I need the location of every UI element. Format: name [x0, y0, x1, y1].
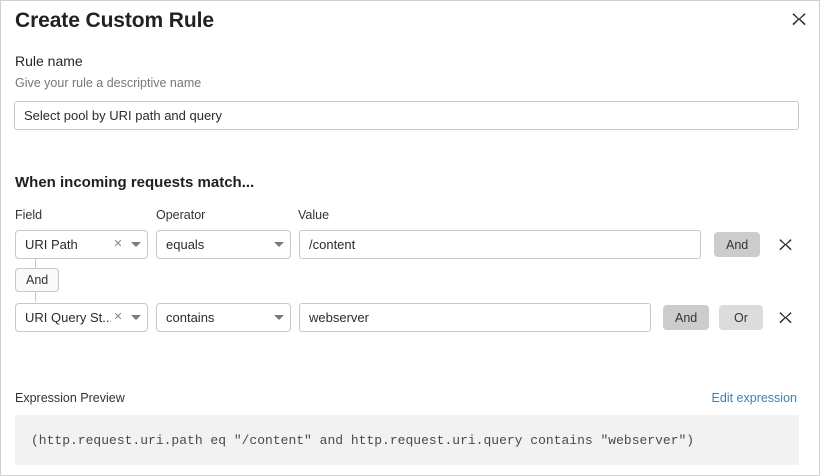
- delete-condition-row-2[interactable]: [775, 306, 795, 328]
- rule-name-input[interactable]: [14, 101, 799, 130]
- group-logic-badge[interactable]: And: [15, 268, 60, 292]
- operator-select-row-2-label: contains: [166, 310, 215, 325]
- rule-name-hint: Give your rule a descriptive name: [15, 76, 202, 90]
- chevron-down-icon[interactable]: [268, 315, 290, 320]
- field-select-row-2[interactable]: URI Query St... ✕: [15, 303, 148, 332]
- chevron-down-icon[interactable]: [125, 242, 147, 247]
- page-title: Create Custom Rule: [15, 9, 214, 32]
- operator-select-row-1[interactable]: equals: [156, 230, 291, 259]
- field-select-row-2-label: URI Query St...: [25, 310, 111, 325]
- operator-select-row-2[interactable]: contains: [156, 303, 291, 332]
- rule-name-label: Rule name: [15, 53, 83, 69]
- clear-icon[interactable]: ✕: [113, 238, 123, 250]
- field-select-row-1[interactable]: URI Path ✕: [15, 230, 148, 259]
- delete-condition-row-1[interactable]: [775, 233, 795, 255]
- chevron-down-icon[interactable]: [268, 242, 290, 247]
- column-header-value: Value: [298, 208, 330, 222]
- logic-or-button-row-2[interactable]: Or: [719, 305, 763, 330]
- column-header-operator: Operator: [156, 208, 206, 222]
- edit-expression-link[interactable]: Edit expression: [711, 391, 797, 405]
- logic-and-button-row-2[interactable]: And: [663, 305, 710, 330]
- column-header-field: Field: [15, 208, 43, 222]
- expression-preview-label: Expression Preview: [15, 391, 125, 405]
- expression-preview-code: (http.request.uri.path eq "/content" and…: [15, 415, 799, 465]
- connector-line-bottom: [35, 292, 36, 302]
- logic-and-button-row-1[interactable]: And: [714, 232, 761, 257]
- connector-line-top: [35, 258, 36, 268]
- clear-icon[interactable]: ✕: [113, 311, 123, 323]
- value-input-row-2[interactable]: [299, 303, 651, 332]
- chevron-down-icon[interactable]: [125, 315, 147, 320]
- value-input-row-1[interactable]: [299, 230, 701, 259]
- conditions-heading: When incoming requests match...: [15, 174, 255, 191]
- close-icon[interactable]: [787, 7, 811, 31]
- field-select-row-1-label: URI Path: [25, 237, 78, 252]
- operator-select-row-1-label: equals: [166, 237, 205, 252]
